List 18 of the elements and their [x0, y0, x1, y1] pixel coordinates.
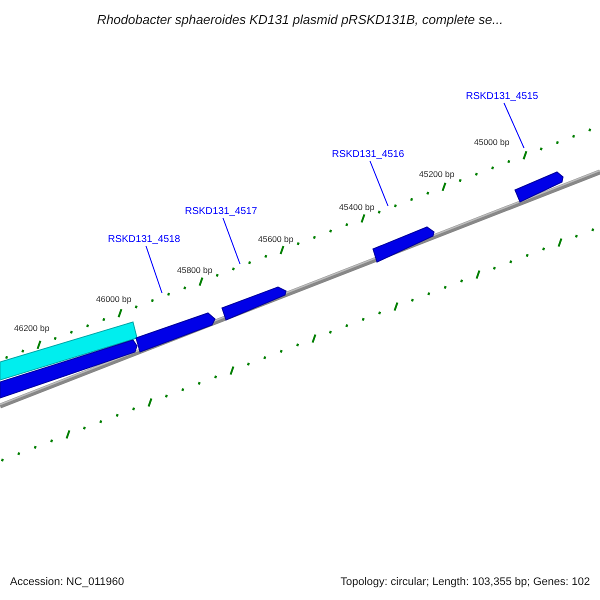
leader-line	[146, 246, 162, 294]
accession-text: Accession: NC_011960	[10, 575, 124, 590]
gene-label: RSKD131_4517	[183, 205, 259, 218]
scale-label: 45000 bp	[474, 136, 510, 149]
gene-label: RSKD131_4515	[464, 90, 540, 103]
scale-label: 45400 bp	[339, 201, 374, 214]
scale-label: 46200 bp	[14, 322, 50, 335]
leader-line	[370, 160, 388, 206]
gene-label: RSKD131_4516	[330, 148, 406, 161]
scale-label: 45600 bp	[258, 233, 294, 246]
title: Rhodobacter sphaeroides KD131 plasmid pRSKD131B, complete se...	[96, 11, 504, 29]
leader-line	[504, 102, 524, 148]
scale-label: 45800 bp	[177, 264, 212, 277]
topology-text: Topology: circular; Length: 103,355 bp; Genes: 102	[340, 575, 590, 590]
scale-label: 46000 bp	[96, 293, 132, 306]
gene-label: RSKD131_4518	[106, 233, 182, 246]
leader-line	[222, 218, 240, 264]
scale-label: 45200 bp	[419, 168, 454, 181]
